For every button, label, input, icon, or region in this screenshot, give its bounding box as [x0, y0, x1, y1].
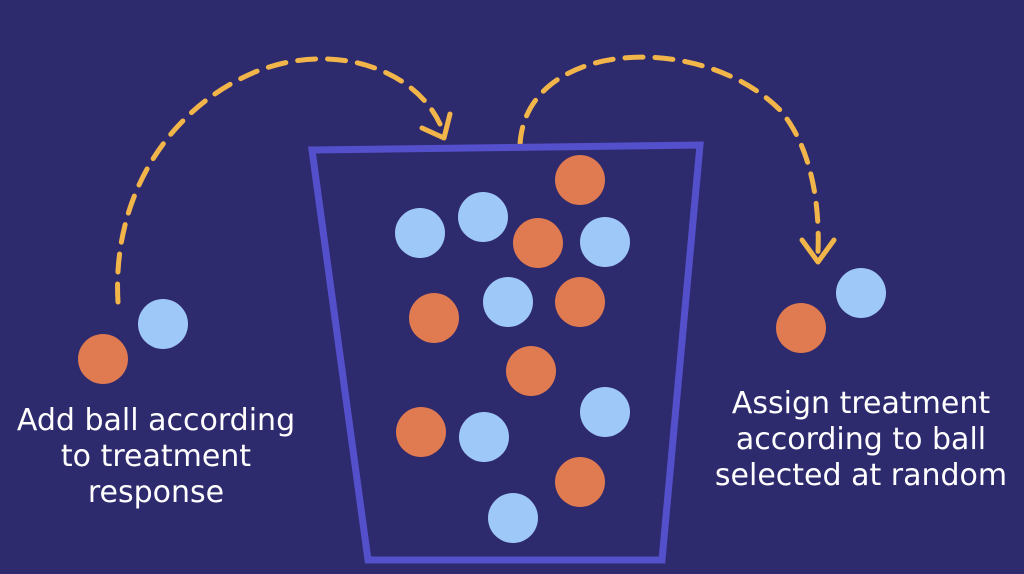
selected-ball-orange: [776, 303, 826, 353]
add-ball-caption-line-2: to treatment: [60, 439, 252, 474]
draw-ball-arrowhead: [799, 237, 837, 265]
urn: [307, 141, 704, 564]
urn-ball-blue: [459, 412, 509, 462]
assign-treatment-caption-line-1: Assign treatment: [731, 386, 991, 421]
selected-ball-blue: [836, 268, 886, 318]
incoming-ball-blue: [138, 299, 188, 349]
urn-ball-blue: [458, 192, 508, 242]
urn-ball-blue: [483, 277, 533, 327]
assign-treatment-caption-line-3: selected at random: [714, 458, 1008, 493]
urn-ball-orange: [555, 155, 605, 205]
assign-treatment-caption: Assign treatment according to ball selec…: [700, 386, 1022, 494]
urn-ball-blue: [488, 493, 538, 543]
add-ball-caption: Add ball according to treatment response: [0, 403, 312, 511]
urn-ball-orange: [506, 346, 556, 396]
urn-ball-blue: [580, 217, 630, 267]
incoming-ball-orange: [78, 334, 128, 384]
add-ball-arrow: [115, 56, 443, 305]
urn-ball-blue: [580, 387, 630, 437]
assign-treatment-caption-line-2: according to ball: [735, 422, 987, 457]
urn-ball-orange: [513, 218, 563, 268]
urn-ball-orange: [555, 277, 605, 327]
urn-ball-blue: [395, 208, 445, 258]
urn-ball-orange: [396, 407, 446, 457]
add-ball-arrowhead: [419, 111, 453, 141]
draw-ball-arrow: [517, 54, 821, 255]
urn-ball-orange: [555, 457, 605, 507]
add-ball-caption-line-3: response: [87, 475, 225, 510]
urn-ball-orange: [409, 293, 459, 343]
add-ball-caption-line-1: Add ball according: [16, 403, 296, 438]
selected-balls: [776, 268, 886, 353]
urn-balls: [395, 155, 630, 543]
incoming-balls: [78, 299, 188, 384]
